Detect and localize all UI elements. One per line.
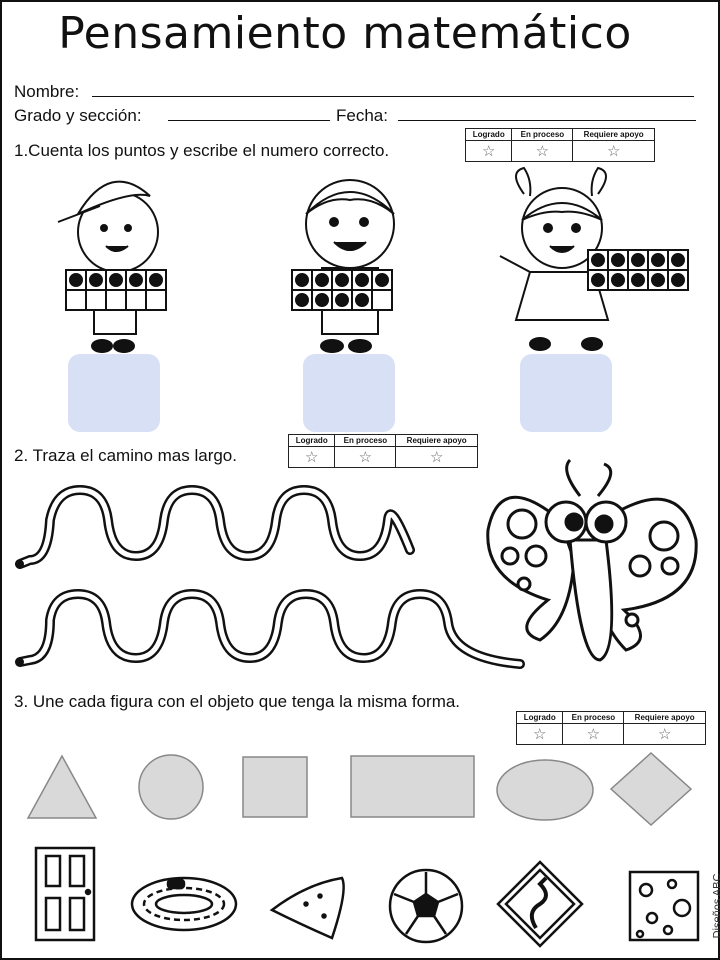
counter-dot bbox=[671, 253, 685, 267]
oval-shape[interactable] bbox=[496, 759, 594, 821]
counter-dot bbox=[611, 253, 625, 267]
answer-box-3[interactable] bbox=[520, 354, 612, 432]
circle-shape[interactable] bbox=[138, 754, 204, 820]
ten-frame bbox=[587, 249, 689, 291]
star-icon[interactable]: ☆ bbox=[464, 140, 513, 162]
square-shape[interactable] bbox=[242, 756, 308, 818]
name-label: Nombre: bbox=[14, 82, 80, 101]
answer-box-2[interactable] bbox=[303, 354, 395, 432]
rhombus-shape[interactable] bbox=[609, 751, 693, 827]
answer-box-1[interactable] bbox=[68, 354, 160, 432]
cheese-icon[interactable] bbox=[628, 870, 700, 942]
star-icon[interactable]: ☆ bbox=[395, 446, 478, 468]
star-icon[interactable]: ☆ bbox=[623, 723, 706, 745]
ten-frame-cell bbox=[145, 289, 167, 311]
question-2: 2. Traza el camino mas largo. bbox=[14, 446, 237, 465]
counter-dot bbox=[335, 273, 349, 287]
curve-road-sign-icon[interactable] bbox=[496, 860, 584, 948]
counter-dot bbox=[671, 273, 685, 287]
rubric-achieved: Logrado bbox=[515, 711, 564, 724]
counter-dot bbox=[89, 273, 103, 287]
star-icon[interactable]: ☆ bbox=[287, 446, 336, 468]
counter-dot bbox=[129, 273, 143, 287]
race-track-icon[interactable] bbox=[130, 876, 238, 932]
ten-frame bbox=[65, 269, 167, 311]
counter-dot bbox=[355, 273, 369, 287]
ten-frames bbox=[65, 249, 689, 311]
counter-dot bbox=[631, 253, 645, 267]
triangle-shape[interactable] bbox=[26, 754, 98, 819]
counter-dot bbox=[651, 273, 665, 287]
ten-frame-cell bbox=[371, 289, 393, 311]
counter-dot bbox=[375, 273, 389, 287]
counter-dot bbox=[295, 293, 309, 307]
star-icon[interactable]: ☆ bbox=[572, 140, 655, 162]
nacho-chip-icon[interactable] bbox=[269, 876, 345, 940]
page-title: Pensamiento matemático bbox=[58, 8, 632, 59]
grade-label: Grado y sección: bbox=[14, 106, 142, 125]
rectangle-shape[interactable] bbox=[350, 755, 475, 818]
counter-dot bbox=[355, 293, 369, 307]
counter-dot bbox=[631, 273, 645, 287]
credit-text: Diseños ABC bbox=[711, 873, 720, 939]
counter-dot bbox=[149, 273, 163, 287]
butterfly-icon bbox=[486, 458, 698, 662]
counter-dot bbox=[611, 273, 625, 287]
counter-dot bbox=[315, 293, 329, 307]
question-1: 1.Cuenta los puntos y escribe el numero … bbox=[14, 141, 390, 160]
soccer-ball-icon[interactable] bbox=[388, 868, 464, 944]
star-icon[interactable]: ☆ bbox=[334, 446, 397, 468]
counter-dot bbox=[315, 273, 329, 287]
name-field[interactable] bbox=[92, 96, 694, 97]
date-label: Fecha: bbox=[336, 106, 388, 125]
counter-dot bbox=[295, 273, 309, 287]
star-icon[interactable]: ☆ bbox=[562, 723, 625, 745]
star-icon[interactable]: ☆ bbox=[511, 140, 574, 162]
counter-dot bbox=[335, 293, 349, 307]
grade-field[interactable] bbox=[168, 120, 330, 121]
door-icon[interactable] bbox=[34, 846, 96, 942]
counter-dot bbox=[591, 253, 605, 267]
date-field[interactable] bbox=[398, 120, 696, 121]
counter-dot bbox=[109, 273, 123, 287]
counter-dot bbox=[69, 273, 83, 287]
counter-dot bbox=[651, 253, 665, 267]
question-3: 3. Une cada figura con el objeto que ten… bbox=[14, 692, 461, 711]
ten-frame bbox=[291, 269, 393, 311]
star-icon[interactable]: ☆ bbox=[515, 723, 564, 745]
rubric-in-progress: En proceso bbox=[562, 711, 625, 724]
girl-icon bbox=[499, 166, 610, 351]
counter-dot bbox=[591, 273, 605, 287]
